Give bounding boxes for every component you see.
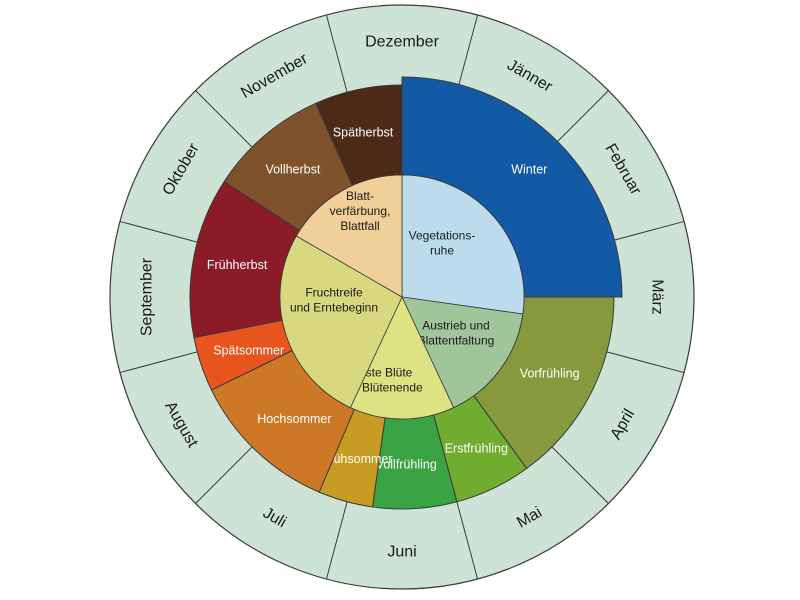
month-divider: [325, 14, 348, 93]
season-label-spaetsommer: Spätsommer: [213, 343, 284, 357]
month-divider: [119, 220, 198, 243]
month-divider: [195, 90, 253, 148]
phase-label-line: Austrieb und: [422, 319, 489, 333]
month-divider: [119, 351, 198, 374]
phase-segment-1: [401, 174, 525, 315]
month-divider: [456, 501, 479, 580]
phase-segment-4: [279, 235, 403, 409]
phase-label-line: Vegetations-: [409, 229, 476, 243]
phase-segment-3: [349, 296, 455, 420]
month-divider: [456, 14, 479, 93]
month-label-september: September: [139, 257, 156, 336]
phase-label-line: Blatt-: [346, 189, 374, 203]
season-label-spaetherbst: Spätherbst: [333, 126, 394, 140]
phase-label-1: Vegetations-ruhe: [409, 229, 476, 258]
season-label-vollfruehling: Vollfrühling: [376, 458, 437, 472]
phase-label-line: verfärbung,: [330, 204, 391, 218]
month-label-juni: Juni: [387, 544, 416, 561]
season-label-erstfruehling: Erstfrühling: [445, 442, 508, 456]
season-label-vollherbst: Vollherbst: [265, 162, 320, 176]
phase-label-line: ruhe: [430, 244, 454, 258]
month-divider: [551, 90, 609, 148]
month-label-maerz: März: [649, 279, 666, 315]
month-divider: [551, 446, 609, 504]
phase-label-line: bis Blütenende: [343, 381, 423, 395]
phase-label-line: Blattentfaltung: [418, 334, 495, 348]
month-divider: [325, 501, 348, 580]
phase-label-line: Blattfall: [340, 219, 379, 233]
month-divider: [606, 351, 685, 374]
season-label-fruehherbst: Frühherbst: [207, 258, 268, 272]
month-divider: [195, 446, 253, 504]
phase-label-line: Fruchtreife: [305, 286, 363, 300]
season-ring: WinterVorfrühlingErstfrühlingVollfrühlin…: [189, 76, 623, 510]
season-label-fruehsommer: Frühsommer: [322, 452, 393, 466]
month-label-dezember: Dezember: [365, 34, 439, 51]
month-divider: [606, 220, 685, 243]
phase-label-line: und Erntebeginn: [290, 301, 378, 315]
phase-segment-5: [295, 174, 403, 298]
phase-segment-2: [401, 296, 524, 409]
season-label-vorfruehling: Vorfrühling: [520, 366, 580, 380]
phase-label-5: Blatt-verfärbung,Blattfall: [330, 189, 391, 233]
season-label-winter: Winter: [511, 163, 547, 177]
season-label-hochsommer: Hochsommer: [257, 412, 331, 426]
